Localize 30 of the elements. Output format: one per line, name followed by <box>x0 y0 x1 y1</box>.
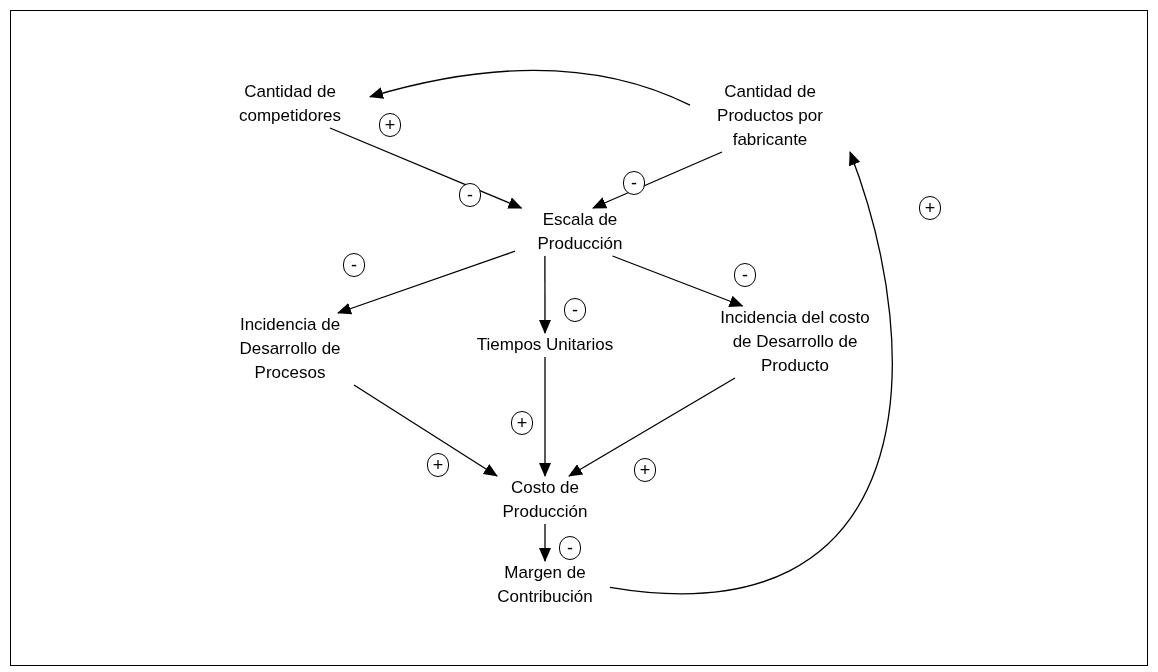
polarity-sign: - <box>564 298 586 322</box>
variable-label: Incidencia del costo de Desarrollo de Producto <box>720 306 870 378</box>
variable-label: Tiempos Unitarios <box>465 333 625 357</box>
polarity-sign: - <box>343 253 365 277</box>
arrow <box>609 151 893 595</box>
polarity-sign: - <box>623 171 645 195</box>
polarity-sign: + <box>427 453 449 477</box>
arrow <box>539 356 551 477</box>
variable-label: Margen de Contribución <box>480 561 610 609</box>
variable-label: Incidencia de Desarrollo de Procesos <box>210 313 370 385</box>
arrow <box>337 250 516 315</box>
arrow <box>592 151 723 209</box>
arrow <box>539 255 551 334</box>
arrow <box>539 523 551 562</box>
variable-label: Costo de Producción <box>485 476 605 524</box>
polarity-sign: + <box>919 196 941 220</box>
polarity-sign: + <box>634 458 656 482</box>
variable-label: Escala de Producción <box>515 208 645 256</box>
arrow <box>329 127 523 209</box>
polarity-sign: - <box>734 263 756 287</box>
arrow <box>353 384 498 477</box>
variable-label: Cantidad de competidores <box>210 80 370 128</box>
arrow <box>369 69 691 106</box>
polarity-sign: + <box>379 113 401 137</box>
polarity-sign: - <box>559 536 581 560</box>
variable-label: Cantidad de Productos por fabricante <box>690 80 850 152</box>
arrow <box>568 377 736 477</box>
polarity-sign: - <box>459 183 481 207</box>
polarity-sign: + <box>511 411 533 435</box>
arrow <box>611 255 744 307</box>
